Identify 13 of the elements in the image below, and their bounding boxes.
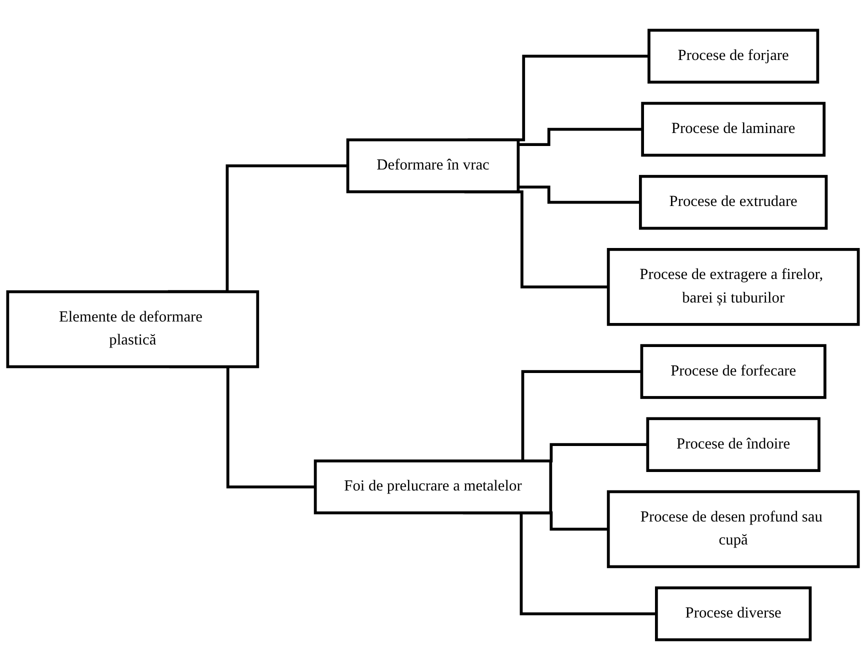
- connector: [518, 186, 640, 204]
- node-box: Deformare în vrac: [346, 138, 520, 194]
- node-box: Procese de forjare: [648, 28, 820, 84]
- node-box: Procese diverse: [655, 586, 812, 642]
- node-box: Procese de îndoire: [646, 417, 820, 472]
- node-box: Foi de prelucrare a metalelor: [314, 460, 552, 514]
- node-box: Procese de laminare: [641, 102, 826, 157]
- connector: [518, 128, 643, 146]
- node-box: Elemente de deformare plastică: [6, 290, 260, 368]
- node-box: Procese de forfecare: [640, 344, 826, 399]
- node-box: Procese de desen profund sau cupă: [606, 490, 860, 568]
- node-box: Procese de extrudare: [638, 174, 828, 230]
- node-box: Procese de extragere a firelor, barei și tuburilor: [606, 248, 860, 326]
